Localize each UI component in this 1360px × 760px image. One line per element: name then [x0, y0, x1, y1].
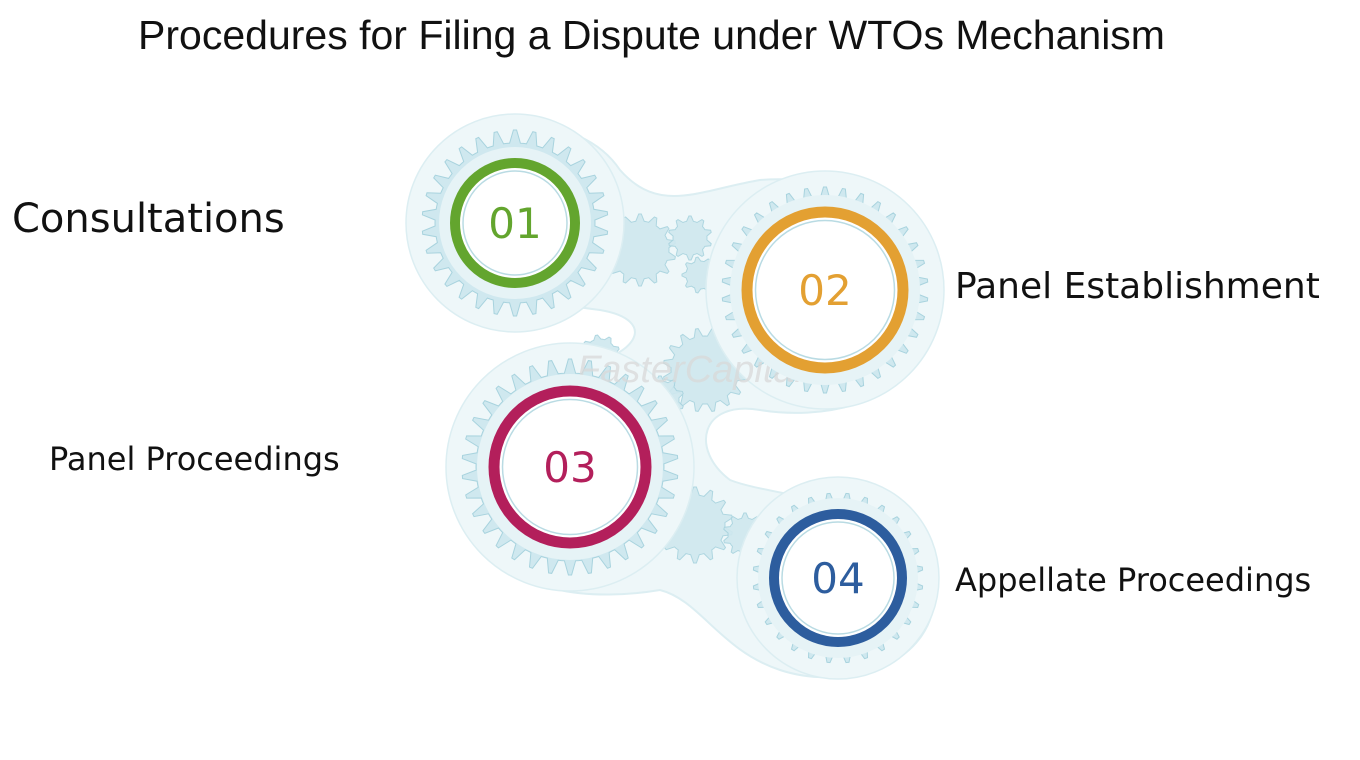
- step-ring-03: [488, 385, 652, 549]
- step-number-03: 03: [543, 443, 596, 492]
- step-number-02: 02: [798, 266, 851, 315]
- step-ring-04: [769, 509, 907, 647]
- step-label-panel-proceedings: Panel Proceedings: [49, 440, 340, 478]
- step-ring-inner-04: [781, 521, 895, 635]
- connector-gear-2: [668, 215, 712, 261]
- step-number-04: 04: [811, 554, 864, 603]
- step-label-panel-establishment: Panel Establishment: [955, 266, 1320, 307]
- step-rings: 01 02 03 04: [439, 147, 920, 658]
- step-ring-inner-03: [501, 398, 639, 536]
- step-ring-02: [741, 206, 909, 374]
- page-title: Procedures for Filing a Dispute under WT…: [138, 12, 1165, 58]
- step-ring-01: [450, 158, 580, 288]
- step-label-consultations: Consultations: [12, 196, 285, 242]
- step-ring-inner-02: [754, 219, 896, 361]
- step-number-01: 01: [488, 199, 541, 248]
- step-ring-inner-01: [462, 170, 568, 276]
- step-label-appellate-proceedings: Appellate Proceedings: [955, 561, 1312, 599]
